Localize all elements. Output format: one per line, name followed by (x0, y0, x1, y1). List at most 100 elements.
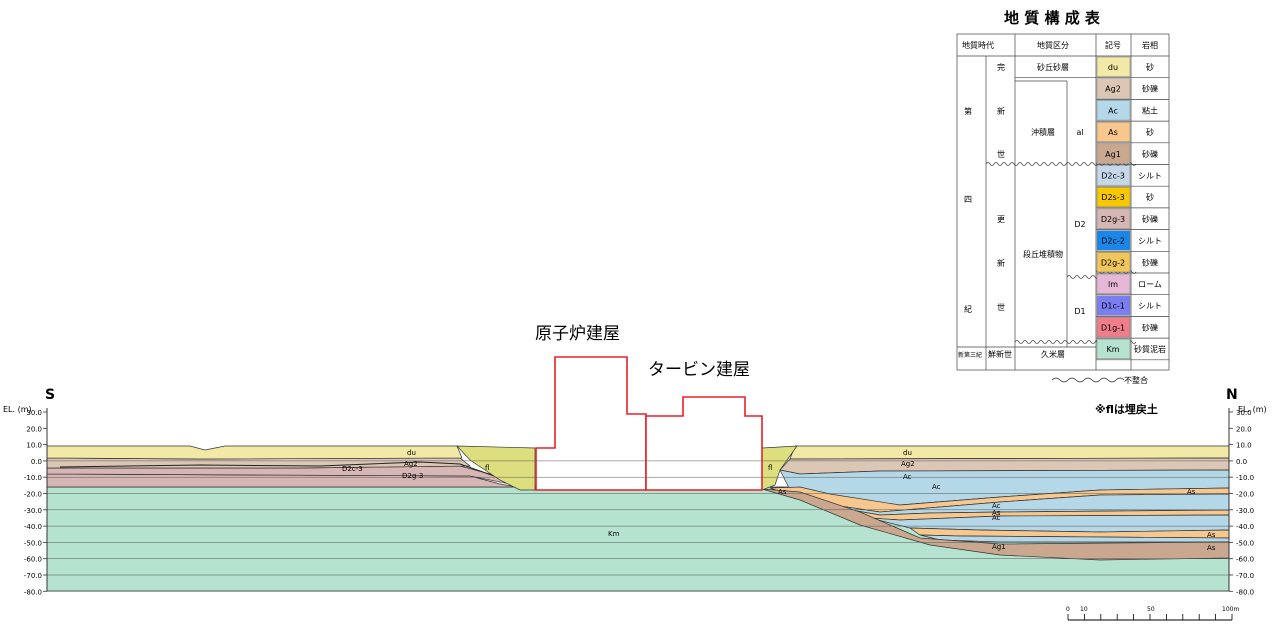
pleistocene-char-3: 世 (997, 302, 1005, 312)
legend-swatch-d2c3 (1096, 165, 1131, 186)
legend-header-division: 地質区分 (1037, 40, 1069, 50)
backfill-note: ※flは埋戻土 (1095, 402, 1158, 416)
pliocene-label: 鮮新世 (988, 349, 1012, 359)
tick-label-right: -70.0 (1236, 572, 1254, 580)
legend-swatch-d2s3 (1096, 186, 1131, 208)
legend-swatch-du (1096, 56, 1131, 77)
legend-lithology: 砂 (1146, 192, 1154, 202)
tick-label-right: -20.0 (1236, 491, 1254, 499)
tick-label-left: 20.0 (26, 425, 42, 433)
cross-section: 30.0 20.0 10.0 0.0 -10.0 -20.0 -30.0 -40.0 -50.0… (3, 324, 1267, 621)
label-fl-south: fl (485, 464, 489, 472)
holocene-char-1: 完 (997, 62, 1005, 72)
legend-swatch-ac (1096, 100, 1131, 121)
label-fl-north: fl (768, 464, 772, 472)
holocene-char-3: 世 (997, 149, 1005, 159)
label-as-north-1: As (778, 488, 787, 496)
unconformity-legend: 不整合 (1051, 375, 1148, 385)
legend-text: 地質時代 地質区分 記号 岩相 第 四 紀 完 新 世 更 新 世 新第三紀 鮮… (958, 40, 1158, 359)
legend-code: du (1108, 63, 1118, 72)
label-du-north: du (903, 449, 912, 457)
legend-lithology: ローム (1138, 280, 1162, 289)
legend-header-era: 地質時代 (962, 40, 994, 50)
pleistocene-char-1: 更 (997, 215, 1005, 224)
tick-labels-left: 30.020.010.00.0-10.0-20.0-30.0-40.0-50.0… (24, 409, 47, 596)
tick-label-left: 0.0 (31, 458, 42, 466)
legend-swatches (1096, 56, 1131, 360)
label-km: Km (608, 530, 620, 538)
tick-label-left: -80.0 (24, 588, 42, 596)
tick-label-left: 30.0 (26, 409, 42, 417)
tick-label-left: -70.0 (24, 572, 42, 580)
unit-label-right: EL. (m) (1238, 405, 1267, 414)
tick-label-left: -40.0 (24, 523, 42, 531)
label-as-north-4: As (1207, 531, 1216, 539)
label-as-north-2: As (1187, 488, 1196, 496)
pleistocene-char-2: 新 (997, 258, 1005, 268)
legend-lithology: シルト (1138, 172, 1162, 181)
label-d2g3-south: D2g-3 (402, 472, 423, 480)
legend-grid (956, 33, 1170, 371)
tick-label-right: 20.0 (1236, 425, 1252, 433)
legend-lithology: 砂礫 (1142, 257, 1158, 267)
legend-swatch-d2c2 (1096, 230, 1131, 251)
label-ac-north-1: Ac (903, 473, 912, 481)
legend-lithology: 砂質泥岩 (1134, 344, 1166, 354)
d1-label: D1 (1074, 307, 1085, 316)
era-char-2: 四 (964, 195, 972, 204)
legend-code: D1c-1 (1101, 302, 1125, 311)
legend-lithology: 砂礫 (1142, 84, 1158, 94)
south-label: S (45, 387, 55, 403)
legend-lithology: 砂礫 (1142, 214, 1158, 224)
legend-swatch-d1g1 (1096, 317, 1131, 338)
tick-label-right: -10.0 (1236, 474, 1254, 482)
legend-lithology: 砂 (1146, 62, 1154, 72)
legend-swatch-d2g2 (1096, 252, 1131, 273)
label-ac-north-3: Ac (992, 502, 1001, 510)
legend-code: Ag1 (1105, 150, 1121, 159)
legend-code: D2g-3 (1101, 215, 1125, 224)
turbine-building-label: タービン建屋 (648, 360, 750, 380)
tick-label-right: 0.0 (1236, 458, 1247, 466)
legend-lithology: シルト (1138, 237, 1162, 246)
d2-label: D2 (1074, 220, 1085, 229)
legend-swatch-d2g3 (1096, 208, 1131, 229)
alluvium-label: 沖積層 (1031, 127, 1055, 137)
geologic-legend: 地 質 構 成 表 地質時代 地質区分 記号 岩相 第 四 紀 完 新 世 更 … (956, 9, 1170, 385)
holocene-char-2: 新 (997, 106, 1005, 116)
legend-swatch-as (1096, 121, 1131, 143)
terrace-label: 段丘堆積物 (1023, 249, 1063, 259)
reactor-building (535, 356, 647, 491)
tick-label-right: -30.0 (1236, 507, 1254, 515)
label-du-south: du (407, 449, 416, 457)
tick-label-right: -50.0 (1236, 539, 1254, 547)
label-as-north-3: As (992, 509, 1001, 517)
dune-label: 砂丘砂層 (1037, 62, 1069, 72)
legend-header-symbol: 記号 (1105, 40, 1121, 50)
neogene-label: 新第三紀 (958, 351, 982, 359)
layer-d2c3-lens (59, 461, 501, 479)
tick-label-left: -10.0 (24, 474, 42, 482)
scale-label-0: 0 (1066, 606, 1070, 613)
tick-label-right: -60.0 (1236, 556, 1254, 564)
tick-label-right: 10.0 (1236, 442, 1252, 450)
legend-header-lithology: 岩相 (1142, 40, 1158, 50)
tick-label-right: -40.0 (1236, 523, 1254, 531)
kume-label: 久米層 (1041, 349, 1065, 359)
label-ag2-north: Ag2 (901, 460, 915, 468)
scale-bar: 0 10 50 100m (1066, 606, 1239, 621)
scale-label-100: 100m (1222, 606, 1239, 613)
scale-label-10: 10 (1080, 606, 1088, 613)
legend-lithology: 砂礫 (1142, 322, 1158, 332)
label-d2c3-south: D2c-3 (342, 465, 363, 473)
legend-code: As (1108, 128, 1118, 137)
legend-code: D1g-1 (1101, 323, 1125, 332)
tick-label-left: 10.0 (26, 442, 42, 450)
legend-swatch-lm (1096, 273, 1131, 294)
tick-label-left: -50.0 (24, 539, 42, 547)
al-label: al (1076, 128, 1083, 137)
legend-swatch-ag1 (1096, 143, 1131, 164)
turbine-building (645, 396, 763, 491)
tick-label-right: -80.0 (1236, 588, 1254, 596)
